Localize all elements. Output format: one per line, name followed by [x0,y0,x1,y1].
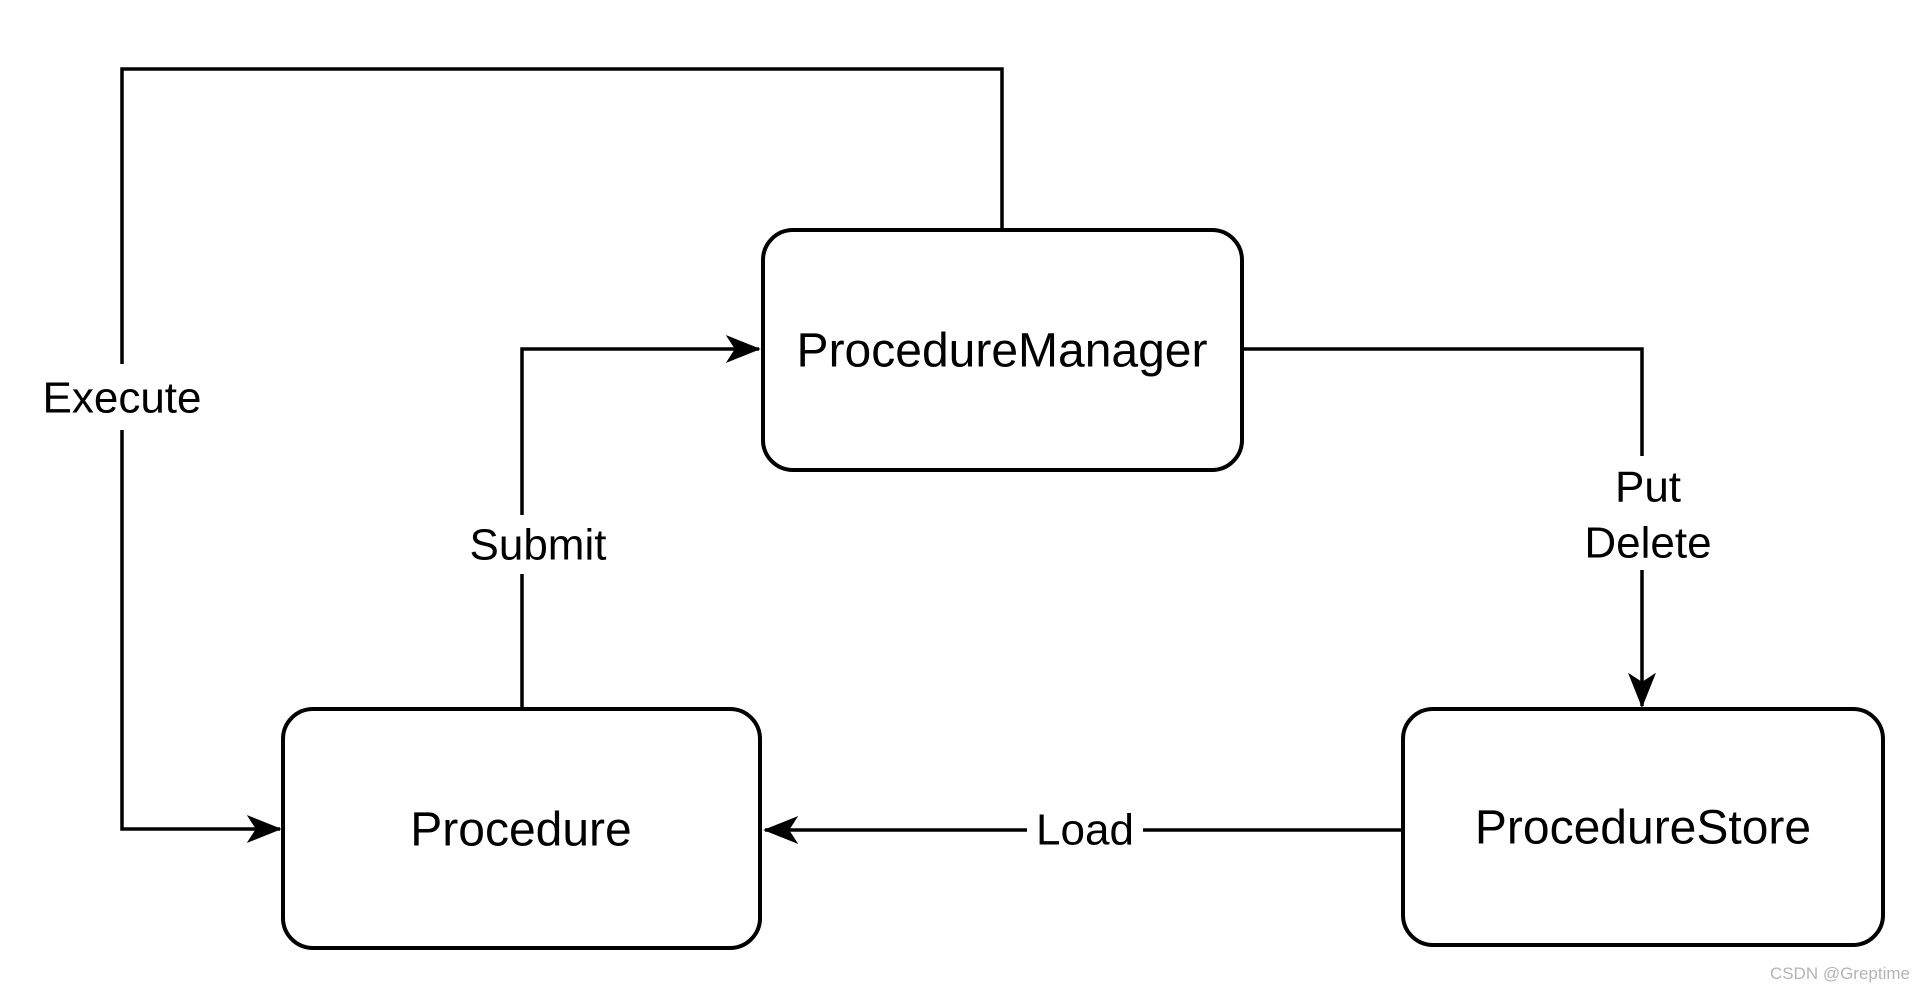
procedure-store-box [1401,707,1885,947]
submit-label-bg [456,515,620,574]
execute-label: Execute [43,374,202,423]
watermark-text: CSDN @Greptime [1770,964,1910,983]
procedure-store-label: ProcedureStore [1475,802,1811,855]
submit-label: Submit [470,521,607,570]
edge-execute [120,67,1004,843]
procedure-manager-box [761,228,1244,472]
node-procedure: Procedure [281,707,762,950]
execute-label-bg [36,364,208,430]
put-delete-label-bg [1578,456,1718,570]
edge-put-delete [1242,347,1656,708]
edge-label-load: Load [1027,801,1143,858]
delete-label: Delete [1584,519,1711,568]
edge-submit [520,335,761,709]
procedure-label: Procedure [410,804,631,857]
load-label-bg [1027,801,1143,858]
edge-label-put-delete: Put Delete [1578,456,1718,570]
load-label: Load [1036,806,1134,855]
node-procedure-manager: ProcedureManager [761,228,1244,472]
edge-label-execute: Execute [36,364,208,430]
procedure-manager-label: ProcedureManager [797,325,1208,378]
put-label: Put [1615,463,1681,512]
node-procedure-store: ProcedureStore [1401,707,1885,947]
procedure-box [281,707,762,950]
edge-label-submit: Submit [456,515,620,574]
